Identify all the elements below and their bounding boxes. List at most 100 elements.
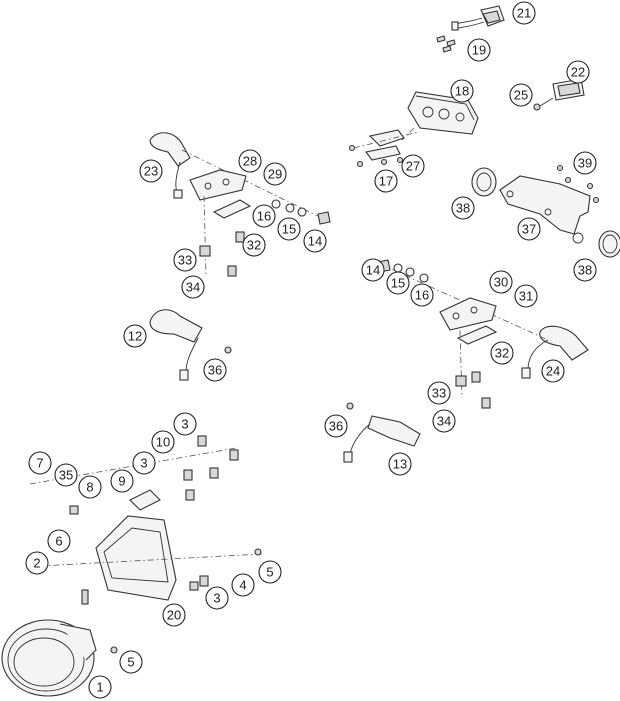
- svg-text:5: 5: [266, 565, 273, 580]
- svg-text:38: 38: [456, 201, 470, 216]
- mounting-bracket-part: [499, 164, 600, 244]
- callout-15-right: 15: [386, 271, 410, 295]
- callout-37: 37: [517, 217, 541, 241]
- callout-35: 35: [54, 463, 78, 487]
- callout-3-top: 3: [173, 412, 197, 436]
- callout-30: 30: [489, 270, 513, 294]
- svg-text:32: 32: [495, 346, 509, 361]
- callout-19: 19: [467, 38, 491, 62]
- svg-text:15: 15: [282, 222, 296, 237]
- instrument-cluster-part: [401, 91, 479, 141]
- callout-5-right: 5: [258, 560, 282, 584]
- grommet-ring-left: [471, 167, 497, 197]
- tail-light-screws: [436, 35, 456, 53]
- svg-text:19: 19: [472, 43, 486, 58]
- callout-32-right: 32: [490, 341, 514, 365]
- callout-21: 21: [512, 1, 536, 25]
- indicator-front-left-part: [149, 132, 327, 221]
- indicator-mount-right-part: [377, 259, 498, 409]
- callout-16-left: 16: [252, 204, 276, 228]
- indicator-rear-right-part: [343, 402, 421, 463]
- callout-24: 24: [541, 359, 565, 383]
- svg-text:5: 5: [127, 655, 134, 670]
- headlight-part: [1, 619, 97, 697]
- svg-text:30: 30: [494, 275, 508, 290]
- svg-text:14: 14: [308, 234, 322, 249]
- svg-text:3: 3: [181, 417, 188, 432]
- svg-text:34: 34: [437, 414, 451, 429]
- callout-17: 17: [374, 169, 398, 193]
- tail-light-part: [451, 5, 505, 31]
- callout-20: 20: [162, 603, 186, 627]
- callout-34-right: 34: [432, 409, 456, 433]
- svg-text:10: 10: [156, 435, 170, 450]
- callout-15-left: 15: [277, 217, 301, 241]
- svg-text:36: 36: [208, 363, 222, 378]
- svg-text:37: 37: [522, 222, 536, 237]
- callout-23: 23: [139, 159, 163, 183]
- callout-28: 28: [238, 149, 262, 173]
- callout-12: 12: [123, 324, 147, 348]
- svg-text:27: 27: [406, 159, 420, 174]
- license-plate-light-part: [533, 78, 585, 111]
- svg-text:16: 16: [257, 209, 271, 224]
- callout-10: 10: [151, 430, 175, 454]
- svg-text:36: 36: [329, 419, 343, 434]
- grommet-ring-right: [598, 230, 620, 258]
- svg-text:17: 17: [379, 174, 393, 189]
- svg-text:14: 14: [366, 263, 380, 278]
- indicator-rear-left-part: [149, 309, 232, 381]
- callout-14-left: 14: [303, 229, 327, 253]
- callout-3-bottom: 3: [205, 586, 229, 610]
- svg-text:39: 39: [578, 156, 592, 171]
- callout-4: 4: [231, 573, 255, 597]
- callout-33-right: 33: [427, 381, 451, 405]
- svg-text:8: 8: [86, 480, 93, 495]
- callout-38-lower: 38: [573, 258, 597, 282]
- svg-text:23: 23: [144, 164, 158, 179]
- callout-9: 9: [110, 469, 134, 493]
- svg-text:25: 25: [514, 88, 528, 103]
- svg-text:31: 31: [519, 289, 533, 304]
- svg-text:28: 28: [243, 154, 257, 169]
- instrument-bracket-part: [348, 129, 419, 168]
- svg-text:9: 9: [118, 474, 125, 489]
- callout-32-left: 32: [242, 233, 266, 257]
- indicator-mount-left-part: [189, 169, 331, 277]
- callout-39: 39: [573, 151, 597, 175]
- svg-text:18: 18: [455, 84, 469, 99]
- svg-text:33: 33: [178, 253, 192, 268]
- callout-33-left: 33: [173, 248, 197, 272]
- callout-8: 8: [78, 475, 102, 499]
- callout-34-left: 34: [181, 275, 205, 299]
- callout-2: 2: [25, 551, 49, 575]
- headlight-bracket-part: [29, 435, 263, 654]
- callout-3-middle: 3: [132, 451, 156, 475]
- svg-text:4: 4: [239, 578, 246, 593]
- svg-text:13: 13: [393, 457, 407, 472]
- svg-text:21: 21: [517, 6, 531, 21]
- callout-7: 7: [28, 451, 52, 475]
- callout-22: 22: [566, 60, 590, 84]
- svg-text:38: 38: [578, 263, 592, 278]
- svg-text:34: 34: [186, 280, 200, 295]
- callout-18: 18: [450, 79, 474, 103]
- callout-27: 27: [401, 154, 425, 178]
- svg-text:35: 35: [59, 468, 73, 483]
- callout-29: 29: [263, 162, 287, 186]
- svg-text:16: 16: [415, 288, 429, 303]
- svg-text:33: 33: [432, 386, 446, 401]
- svg-text:20: 20: [167, 608, 181, 623]
- svg-text:22: 22: [571, 65, 585, 80]
- callout-5-left: 5: [119, 650, 143, 674]
- indicator-front-right-part: [379, 263, 589, 379]
- callout-13: 13: [388, 452, 412, 476]
- callout-38-upper: 38: [451, 196, 475, 220]
- callout-16-right: 16: [410, 283, 434, 307]
- callout-6: 6: [47, 529, 71, 553]
- svg-text:3: 3: [213, 591, 220, 606]
- svg-text:32: 32: [247, 238, 261, 253]
- callout-14-right: 14: [361, 258, 385, 282]
- svg-text:24: 24: [546, 364, 560, 379]
